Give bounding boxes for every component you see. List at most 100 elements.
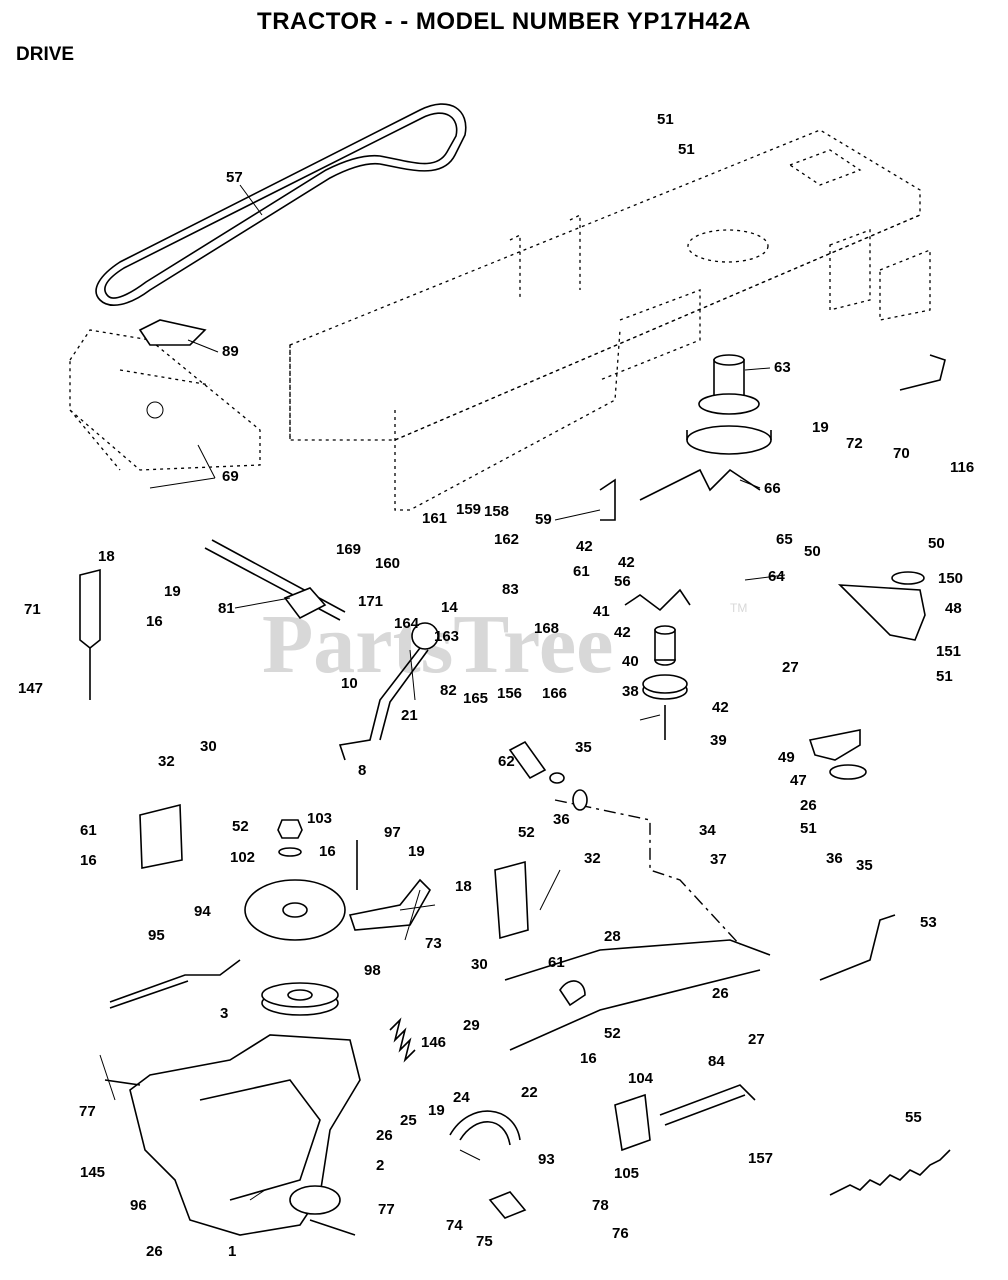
callout-104: 104 xyxy=(628,1070,654,1087)
callout-42: 42 xyxy=(576,538,593,555)
front-pan xyxy=(69,329,261,471)
callout-1: 1 xyxy=(228,1243,236,1260)
callout-52: 52 xyxy=(232,818,249,835)
callout-159: 159 xyxy=(456,501,481,518)
callout-37: 37 xyxy=(710,851,727,868)
callout-71: 71 xyxy=(24,601,41,618)
callout-76: 76 xyxy=(612,1225,629,1242)
callout-162: 162 xyxy=(494,531,519,548)
callout-52: 52 xyxy=(604,1025,621,1042)
callout-89: 89 xyxy=(222,343,239,360)
callout-29: 29 xyxy=(463,1017,480,1034)
callout-50: 50 xyxy=(928,535,945,552)
callout-81: 81 xyxy=(218,600,235,617)
callout-19: 19 xyxy=(812,419,829,436)
brake-link xyxy=(899,354,946,391)
callout-74: 74 xyxy=(446,1217,463,1234)
brake-bracket xyxy=(348,878,431,931)
callout-18: 18 xyxy=(98,548,115,565)
callout-56: 56 xyxy=(614,573,631,590)
rod-53 xyxy=(819,914,896,981)
callout-32: 32 xyxy=(584,850,601,867)
compression-spring xyxy=(389,1017,416,1063)
callout-18: 18 xyxy=(455,878,472,895)
callout-145: 145 xyxy=(80,1164,105,1181)
callout-16: 16 xyxy=(580,1050,597,1067)
washer-35 xyxy=(549,772,565,784)
callout-66: 66 xyxy=(764,480,781,497)
callout-94: 94 xyxy=(194,903,211,920)
callout-72: 72 xyxy=(846,435,863,452)
callout-61: 61 xyxy=(548,954,565,971)
callout-96: 96 xyxy=(130,1197,147,1214)
callout-51: 51 xyxy=(936,668,953,685)
watermark-trademark: TM xyxy=(730,601,747,615)
clutch-rod xyxy=(639,468,761,501)
belt-guide xyxy=(138,319,207,346)
callout-27: 27 xyxy=(748,1031,765,1048)
transaxle xyxy=(104,1034,361,1236)
callout-169: 169 xyxy=(336,541,361,558)
callouts: 57 89 69 51 51 63 19 72 70 116 66 59 42 … xyxy=(18,111,974,1260)
callout-95: 95 xyxy=(148,927,165,944)
callout-16: 16 xyxy=(146,613,163,630)
ground-drive-rod xyxy=(509,969,761,1051)
callout-41: 41 xyxy=(593,603,610,620)
callout-146: 146 xyxy=(421,1034,446,1051)
callout-70: 70 xyxy=(893,445,910,462)
callout-3: 3 xyxy=(220,1005,228,1022)
callout-19: 19 xyxy=(164,583,181,600)
nut-103 xyxy=(277,819,303,839)
callout-160: 160 xyxy=(375,555,400,572)
callout-28: 28 xyxy=(604,928,621,945)
rod-84 xyxy=(659,1084,756,1126)
callout-2: 2 xyxy=(376,1157,384,1174)
callout-84: 84 xyxy=(708,1053,725,1070)
idler-bracket xyxy=(837,584,926,641)
axle-bracket-right xyxy=(494,860,529,940)
pedal-pad xyxy=(508,740,547,780)
callout-42: 42 xyxy=(618,554,635,571)
brake-rod xyxy=(109,959,241,1009)
idler-spacer xyxy=(891,571,925,585)
callout-57: 57 xyxy=(226,169,243,186)
callout-32: 32 xyxy=(158,753,175,770)
callout-171: 171 xyxy=(358,593,383,610)
callout-35: 35 xyxy=(575,739,592,756)
callout-50: 50 xyxy=(804,543,821,560)
spacer-74 xyxy=(488,1191,527,1219)
callout-55: 55 xyxy=(905,1109,922,1126)
callout-102: 102 xyxy=(230,849,255,866)
callout-19: 19 xyxy=(428,1102,445,1119)
input-pulley xyxy=(261,982,339,1016)
callout-35: 35 xyxy=(856,857,873,874)
callout-27: 27 xyxy=(782,659,799,676)
mount-bracket-left xyxy=(79,568,101,650)
callout-97: 97 xyxy=(384,824,401,841)
callout-82: 82 xyxy=(440,682,457,699)
shift-rod xyxy=(554,799,741,946)
callout-47: 47 xyxy=(790,772,807,789)
callout-166: 166 xyxy=(542,685,567,702)
idler-arm xyxy=(808,729,861,761)
callout-61: 61 xyxy=(573,563,590,580)
callout-158: 158 xyxy=(484,503,509,520)
callout-77: 77 xyxy=(79,1103,96,1120)
callout-59: 59 xyxy=(535,511,552,528)
cooling-fan xyxy=(244,879,346,941)
shift-lever xyxy=(338,622,439,761)
idler-pulley-small xyxy=(829,764,867,780)
drive-hose xyxy=(449,1110,521,1146)
idler-spring-rod xyxy=(624,588,691,612)
callout-161: 161 xyxy=(422,510,447,527)
callout-22: 22 xyxy=(521,1084,538,1101)
callout-40: 40 xyxy=(622,653,639,670)
callout-61: 61 xyxy=(80,822,97,839)
spring-clip xyxy=(599,478,616,521)
callout-73: 73 xyxy=(425,935,442,952)
callout-26: 26 xyxy=(376,1127,393,1144)
diagram-title: TRACTOR - - MODEL NUMBER YP17H42A xyxy=(257,8,751,35)
callout-156: 156 xyxy=(497,685,522,702)
callout-48: 48 xyxy=(945,600,962,617)
callout-77: 77 xyxy=(378,1201,395,1218)
